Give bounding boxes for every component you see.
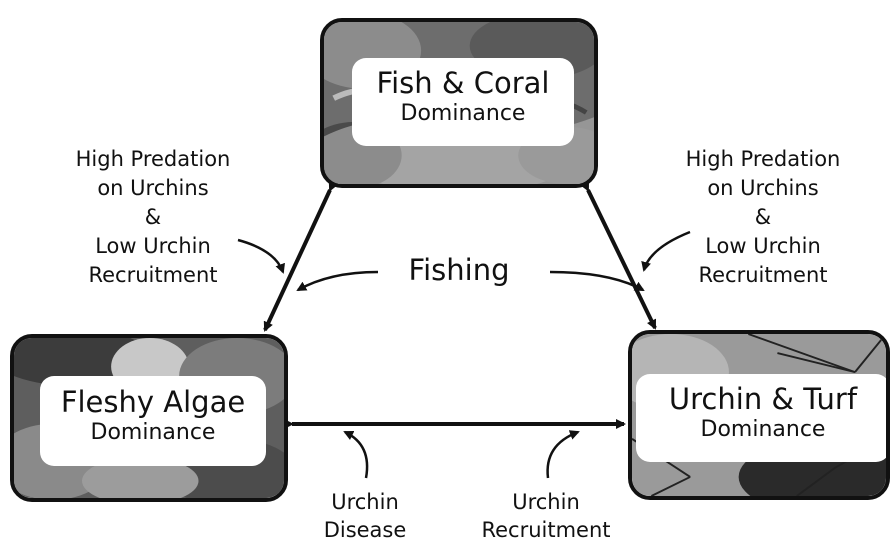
left-driver-line3: & xyxy=(52,203,254,232)
right-driver-line4: Low Urchin xyxy=(660,232,866,261)
left-driver-line4: Low Urchin xyxy=(52,232,254,261)
urchin-recruitment-line2: Recruitment xyxy=(458,516,634,544)
left-driver-line1: High Predation xyxy=(52,145,254,174)
arrow-fish-to-urchin xyxy=(588,190,655,328)
right-driver-line1: High Predation xyxy=(660,145,866,174)
fishing-label: Fishing xyxy=(384,252,534,288)
left-driver-line2: on Urchins xyxy=(52,174,254,203)
urchin-disease-label: Urchin Disease xyxy=(300,488,430,544)
urchin-disease-line2: Disease xyxy=(300,516,430,544)
urchin-recruitment-label: Urchin Recruitment xyxy=(458,488,634,544)
right-driver-label: High Predation on Urchins & Low Urchin R… xyxy=(660,145,866,290)
left-driver-label: High Predation on Urchins & Low Urchin R… xyxy=(52,145,254,290)
right-driver-line5: Recruitment xyxy=(660,261,866,290)
urchin-disease-line1: Urchin xyxy=(300,488,430,516)
urchin-recruitment-line1: Urchin xyxy=(458,488,634,516)
arrow-urchin-disease xyxy=(345,432,367,478)
arrow-fishing-left xyxy=(298,272,378,290)
right-driver-line3: & xyxy=(660,203,866,232)
right-driver-line2: on Urchins xyxy=(660,174,866,203)
left-driver-line5: Recruitment xyxy=(52,261,254,290)
arrow-urchin-recruitment xyxy=(548,432,578,478)
